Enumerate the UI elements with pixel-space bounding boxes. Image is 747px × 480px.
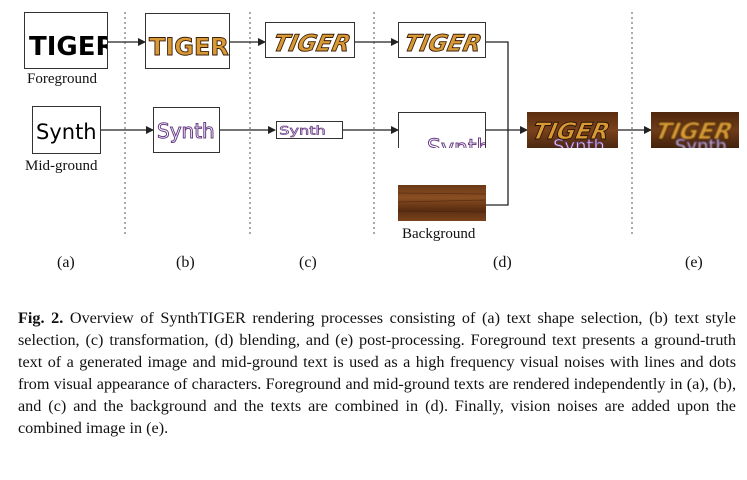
foreground-text-box-b: TIGER [145,13,230,69]
transformed-midground-text: Synth [279,125,325,138]
wood-texture [398,185,486,221]
styled-foreground-text: TIGER [149,33,229,61]
figure-caption: Fig. 2. Overview of SynthTIGER rendering… [18,307,736,439]
step-label-a: (a) [57,254,75,271]
final-foreground-text: TIGER [653,118,735,145]
stage-separators [124,12,633,235]
midground-text-box-c: Synth [276,121,343,139]
styled-midground-text: Synth [157,119,215,143]
blend-midground-text: Synth [427,136,486,148]
foreground-text-box-a: TIGER [24,12,108,69]
blended-foreground-text: TIGER [530,118,612,145]
background-label: Background [402,226,476,242]
midground-label: Mid-ground [25,158,98,174]
foreground-text-box-d: TIGER [398,22,486,58]
blended-image: Synth TIGER [527,112,618,148]
post-processed-image: Synth TIGER [651,112,739,148]
foreground-label: Foreground [27,71,97,87]
caption-label: Fig. 2. [18,309,64,327]
blended-midground-text: Synth [553,136,605,148]
foreground-text: TIGER [29,32,108,62]
foreground-text-box-c: TIGER [265,22,355,58]
midground-text: Synth [36,120,97,144]
figure-connectors [101,12,652,235]
step-label-d: (d) [493,254,512,271]
midground-text-box-d: Synth [398,112,486,148]
step-label-e: (e) [685,254,703,271]
final-midground-text: Synth [675,136,727,148]
flow-arrows [101,38,652,206]
midground-text-box-a: Synth [32,106,101,154]
background-image [398,185,486,221]
midground-text-box-b: Synth [153,107,220,153]
step-label-b: (b) [176,254,195,271]
foreground-text-shape: TIGER [29,32,108,62]
blend-foreground-text: TIGER [402,30,484,57]
transformed-foreground-text: TIGER [271,30,353,57]
step-label-c: (c) [299,254,317,271]
figure: TIGER Foreground Synth Mid-ground TIGER … [24,12,739,271]
caption-text: Overview of SynthTIGER rendering process… [18,309,736,437]
